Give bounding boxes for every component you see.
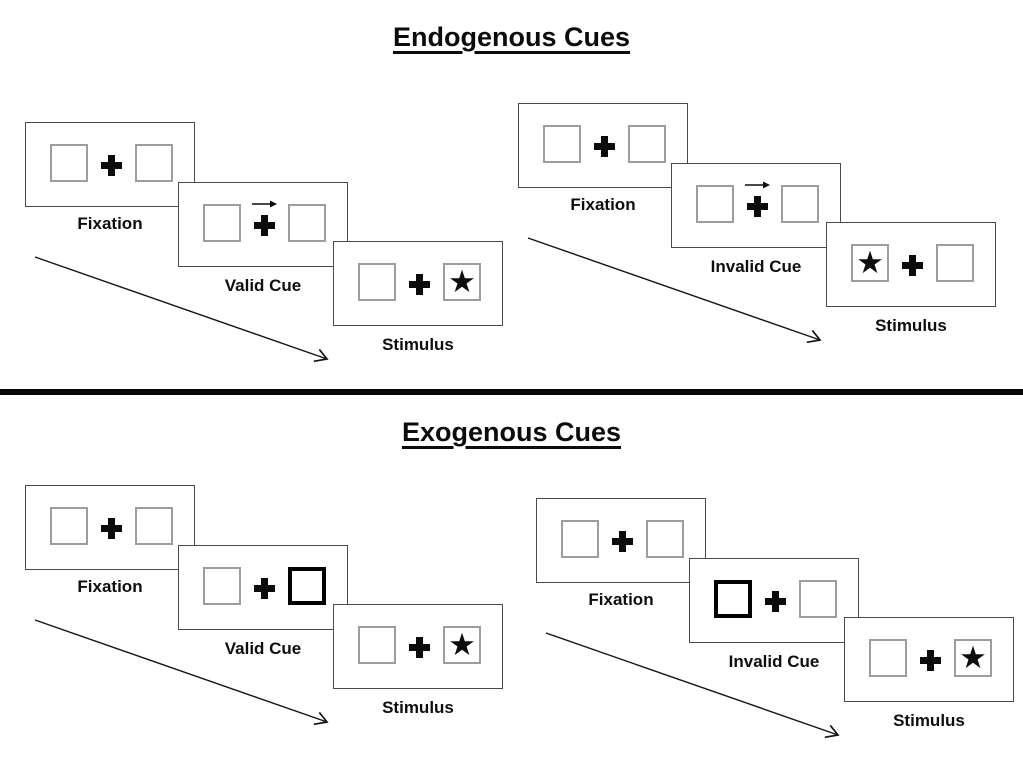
highlighted-cue-box [714,580,752,618]
cue-arrow-right-icon [745,181,770,189]
sequence-exogenous-valid: Fixation Valid Cue ★ Stimulus [25,485,503,767]
sequence-endogenous-invalid: Fixation Invalid Cue ★ Stimulus [518,103,996,388]
fixation-cross-icon [594,136,615,157]
cue-screen [178,545,348,630]
step-label-fixation: Fixation [570,195,636,214]
step-label-fixation: Fixation [77,577,143,596]
right-target-box: ★ [443,263,481,301]
step-label-fixation: Fixation [588,590,654,609]
left-placeholder-box [203,204,241,242]
highlighted-cue-box [288,567,326,605]
cue-screen [689,558,859,643]
left-placeholder-box [543,125,581,163]
right-placeholder-box [781,185,819,223]
section-title-exogenous: Exogenous Cues [0,417,1023,448]
fixation-cross-icon [101,518,122,539]
cue-arrow-right-icon [252,200,277,208]
time-course-arrow [34,619,329,726]
time-course-arrow [34,256,329,363]
right-placeholder-box [135,507,173,545]
left-placeholder-box [561,520,599,558]
time-course-arrow [527,237,822,344]
fixation-cross-icon [254,578,275,599]
step-label-stimulus: Stimulus [382,698,454,717]
section-title-text: Exogenous Cues [401,417,622,447]
fixation-screen [536,498,706,583]
step-label-stimulus: Stimulus [875,316,947,335]
right-placeholder-box [288,204,326,242]
sequence-exogenous-invalid: Fixation Invalid Cue ★ Stimulus [536,498,1014,767]
right-target-box: ★ [954,639,992,677]
section-title-text: Endogenous Cues [392,22,630,52]
fixation-cross-icon [612,531,633,552]
step-label-cue: Invalid Cue [728,652,820,671]
left-placeholder-box [358,626,396,664]
step-label-stimulus: Stimulus [893,711,965,730]
right-placeholder-box [936,244,974,282]
stimulus-screen: ★ [333,604,503,689]
star-stimulus-icon: ★ [448,263,476,299]
step-label-cue: Invalid Cue [710,257,802,276]
fixation-screen [518,103,688,188]
left-placeholder-box [50,507,88,545]
fixation-cross-icon [254,215,275,236]
left-placeholder-box [696,185,734,223]
section-divider [0,389,1023,395]
cue-screen [178,182,348,267]
fixation-cross-icon [409,274,430,295]
fixation-cross-icon [920,650,941,671]
fixation-cross-icon [101,155,122,176]
star-stimulus-icon: ★ [959,639,987,675]
time-course-arrow [545,632,840,739]
sequence-endogenous-valid: Fixation Valid Cue ★ Stimulus [25,122,503,407]
right-placeholder-box [646,520,684,558]
left-placeholder-box [869,639,907,677]
fixation-cross-icon [902,255,923,276]
star-stimulus-icon: ★ [448,626,476,662]
left-placeholder-box [358,263,396,301]
star-stimulus-icon: ★ [856,244,884,280]
section-title-endogenous: Endogenous Cues [0,22,1023,53]
step-label-cue: Valid Cue [224,276,302,295]
stimulus-screen: ★ [333,241,503,326]
left-placeholder-box [50,144,88,182]
stimulus-screen: ★ [826,222,996,307]
right-target-box: ★ [443,626,481,664]
fixation-screen [25,485,195,570]
right-placeholder-box [799,580,837,618]
step-label-stimulus: Stimulus [382,335,454,354]
right-placeholder-box [135,144,173,182]
fixation-cross-icon [765,591,786,612]
stimulus-screen: ★ [844,617,1014,702]
left-target-box: ★ [851,244,889,282]
right-placeholder-box [628,125,666,163]
fixation-cross-icon [747,196,768,217]
fixation-cross-icon [409,637,430,658]
fixation-screen [25,122,195,207]
left-placeholder-box [203,567,241,605]
step-label-fixation: Fixation [77,214,143,233]
cue-screen [671,163,841,248]
step-label-cue: Valid Cue [224,639,302,658]
